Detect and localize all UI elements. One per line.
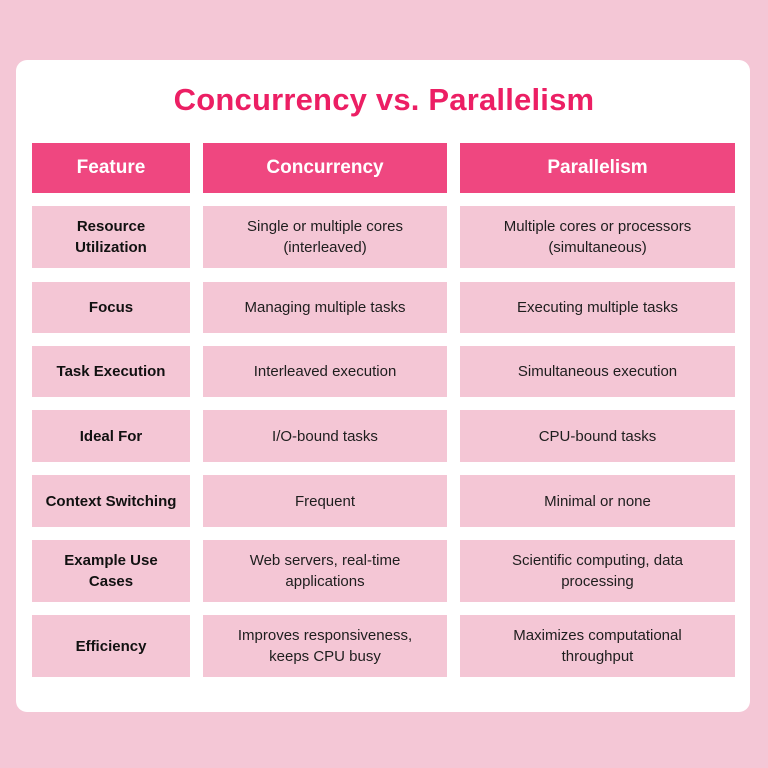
row-concurrency-resource-utilization: Single or multiple cores (interleaved) bbox=[203, 206, 447, 268]
row-parallelism-example-use-cases: Scientific computing, data processing bbox=[460, 540, 735, 602]
row-parallelism-context-switching: Minimal or none bbox=[460, 475, 735, 527]
row-concurrency-efficiency: Improves responsiveness, keeps CPU busy bbox=[203, 615, 447, 677]
row-concurrency-context-switching: Frequent bbox=[203, 475, 447, 527]
row-feature-efficiency: Efficiency bbox=[32, 615, 190, 677]
header-parallelism: Parallelism bbox=[460, 143, 735, 193]
row-parallelism-focus: Executing multiple tasks bbox=[460, 282, 735, 333]
row-feature-context-switching: Context Switching bbox=[32, 475, 190, 527]
row-feature-ideal-for: Ideal For bbox=[32, 410, 190, 462]
row-feature-focus: Focus bbox=[32, 282, 190, 333]
header-feature: Feature bbox=[32, 143, 190, 193]
row-concurrency-task-execution: Interleaved execution bbox=[203, 346, 447, 397]
header-concurrency: Concurrency bbox=[203, 143, 447, 193]
row-concurrency-focus: Managing multiple tasks bbox=[203, 282, 447, 333]
page-title: Concurrency vs. Parallelism bbox=[173, 82, 595, 117]
row-feature-example-use-cases: Example Use Cases bbox=[32, 540, 190, 602]
row-parallelism-task-execution: Simultaneous execution bbox=[460, 346, 735, 397]
row-parallelism-resource-utilization: Multiple cores or processors (simultaneo… bbox=[460, 206, 735, 268]
row-parallelism-efficiency: Maximizes computational throughput bbox=[460, 615, 735, 677]
row-parallelism-ideal-for: CPU-bound tasks bbox=[460, 410, 735, 462]
row-concurrency-ideal-for: I/O-bound tasks bbox=[203, 410, 447, 462]
row-feature-resource-utilization: Resource Utilization bbox=[32, 206, 190, 268]
row-concurrency-example-use-cases: Web servers, real-time applications bbox=[203, 540, 447, 602]
row-feature-task-execution: Task Execution bbox=[32, 346, 190, 397]
